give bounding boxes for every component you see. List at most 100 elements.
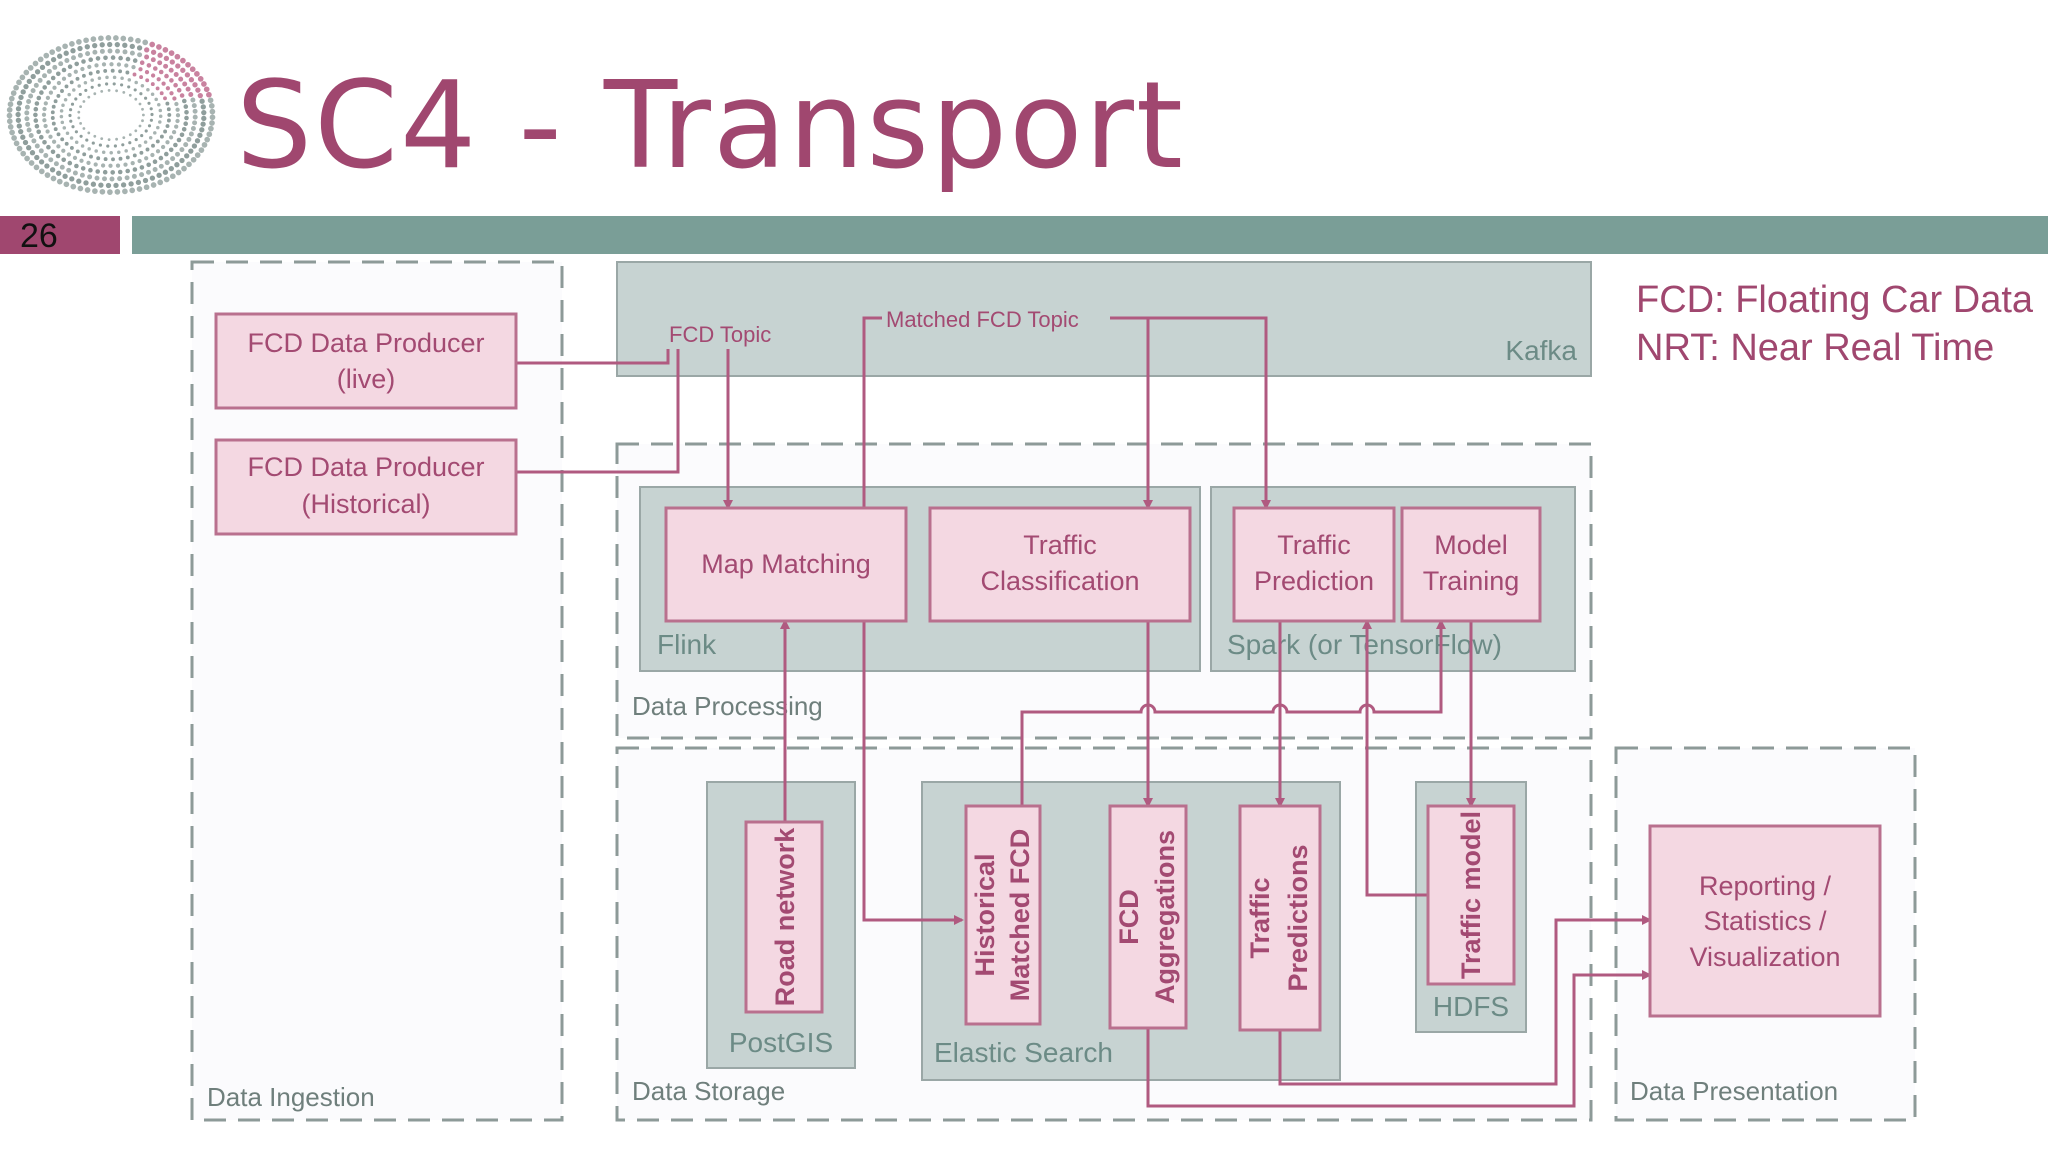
logo-dot (24, 155, 30, 162)
logo-dot (147, 124, 152, 128)
logo-dot (77, 185, 84, 192)
arrow-traffic-preds-to-reporting (1278, 915, 1652, 1086)
logo-dot (190, 156, 197, 163)
logo-dot (166, 107, 171, 112)
logo-dot (16, 123, 22, 129)
topic-fcd: FCD Topic (669, 322, 771, 347)
logo-dot (55, 46, 62, 52)
logo-dot (103, 68, 108, 73)
logo-dot (208, 103, 215, 109)
logo-dot (153, 66, 158, 71)
logo-dot (44, 163, 50, 169)
logo-dot (123, 162, 128, 167)
logo-dot (74, 163, 79, 169)
logo-dot (144, 47, 150, 53)
logo-dot (168, 165, 174, 172)
logo-dot (199, 98, 205, 104)
logo-dot (182, 98, 187, 104)
logo-dot (165, 101, 170, 106)
node-historical-matched-fcd-line1: Historical (970, 853, 1000, 976)
logo-dot (39, 64, 46, 71)
logo-dot (32, 60, 39, 67)
logo-dot (134, 97, 138, 101)
logo-dot (109, 62, 114, 67)
logo-dot (93, 162, 98, 167)
logo-dot (114, 41, 120, 48)
logo-dot (121, 143, 125, 147)
logo-dot (188, 131, 194, 137)
logo-dot (92, 49, 98, 55)
logo-dot (190, 97, 196, 103)
logo-dot (150, 73, 156, 78)
logo-dot (142, 39, 149, 46)
logo-dot (95, 169, 100, 174)
logo-dot (20, 89, 26, 95)
logo-dot (124, 63, 129, 68)
logo-dot (169, 59, 175, 65)
logo-dot (11, 135, 17, 141)
logo-dot (101, 150, 106, 155)
logo-dot (152, 167, 158, 172)
logo-dot (48, 90, 54, 95)
logo-dot (50, 116, 55, 120)
logo-dot (48, 134, 53, 139)
logo-dot (124, 175, 130, 181)
node-traffic-prediction-line2: Prediction (1254, 566, 1374, 596)
header-divider-bar (132, 216, 2048, 254)
logo-dot (127, 78, 132, 82)
logo-dot (46, 144, 51, 150)
logo-dot (144, 54, 150, 60)
logo-dot (28, 160, 35, 166)
logo-dot (42, 106, 47, 112)
node-historical-matched-fcd-line2: Matched FCD (1005, 829, 1035, 1002)
logo-dot (116, 62, 122, 67)
logo-dot (181, 165, 187, 172)
logo-dot (129, 50, 135, 56)
logo-dot (23, 83, 29, 90)
logo-dot (209, 120, 215, 126)
logo-dot (64, 84, 69, 89)
logo-dot (120, 76, 124, 80)
logo-dot (46, 68, 52, 74)
logo-dot (178, 76, 184, 82)
logo-dot (98, 35, 104, 42)
logo-dot (206, 131, 213, 138)
logo-dot (87, 174, 93, 180)
logo-dot (77, 110, 81, 114)
logo-dot (43, 153, 49, 158)
logo-dot (26, 78, 32, 85)
node-fcd-producer-historical-line2: (Historical) (301, 489, 430, 519)
node-traffic-prediction-line1: Traffic (1277, 530, 1351, 560)
logo-dot (61, 157, 66, 163)
arrow-matched-topic-to-traffic-pred (1110, 316, 1271, 510)
logo-dot (164, 73, 169, 79)
logo-dot (33, 164, 40, 171)
logo-dot (156, 172, 162, 178)
logo-dot (106, 144, 110, 148)
logo-dot (81, 73, 86, 78)
logo-dot (60, 120, 65, 125)
logo-dot (97, 76, 102, 81)
logo-dot (209, 108, 216, 115)
logo-dot (49, 167, 56, 173)
logo-dot (67, 92, 71, 97)
logo-dot (55, 153, 61, 159)
logo-dot (167, 112, 172, 117)
node-fcd-producer-live-line2: (live) (337, 364, 396, 394)
node-reporting-line2: Statistics / (1703, 906, 1827, 936)
logo-dot (131, 173, 137, 179)
logo-dot (33, 112, 38, 118)
logo-dot (183, 104, 189, 109)
logo-dot (180, 57, 186, 64)
zone-label-storage: Data Storage (632, 1076, 785, 1106)
logo-dot (142, 113, 145, 117)
logo-dot (175, 118, 180, 124)
logo-dot (99, 42, 105, 48)
logo-dot (150, 152, 155, 158)
logo-dot (93, 92, 97, 96)
logo-dot (155, 139, 160, 144)
logo-dot (94, 149, 98, 153)
logo-dot (130, 160, 135, 166)
logo-dot (139, 150, 144, 155)
logo-dot (158, 120, 162, 124)
